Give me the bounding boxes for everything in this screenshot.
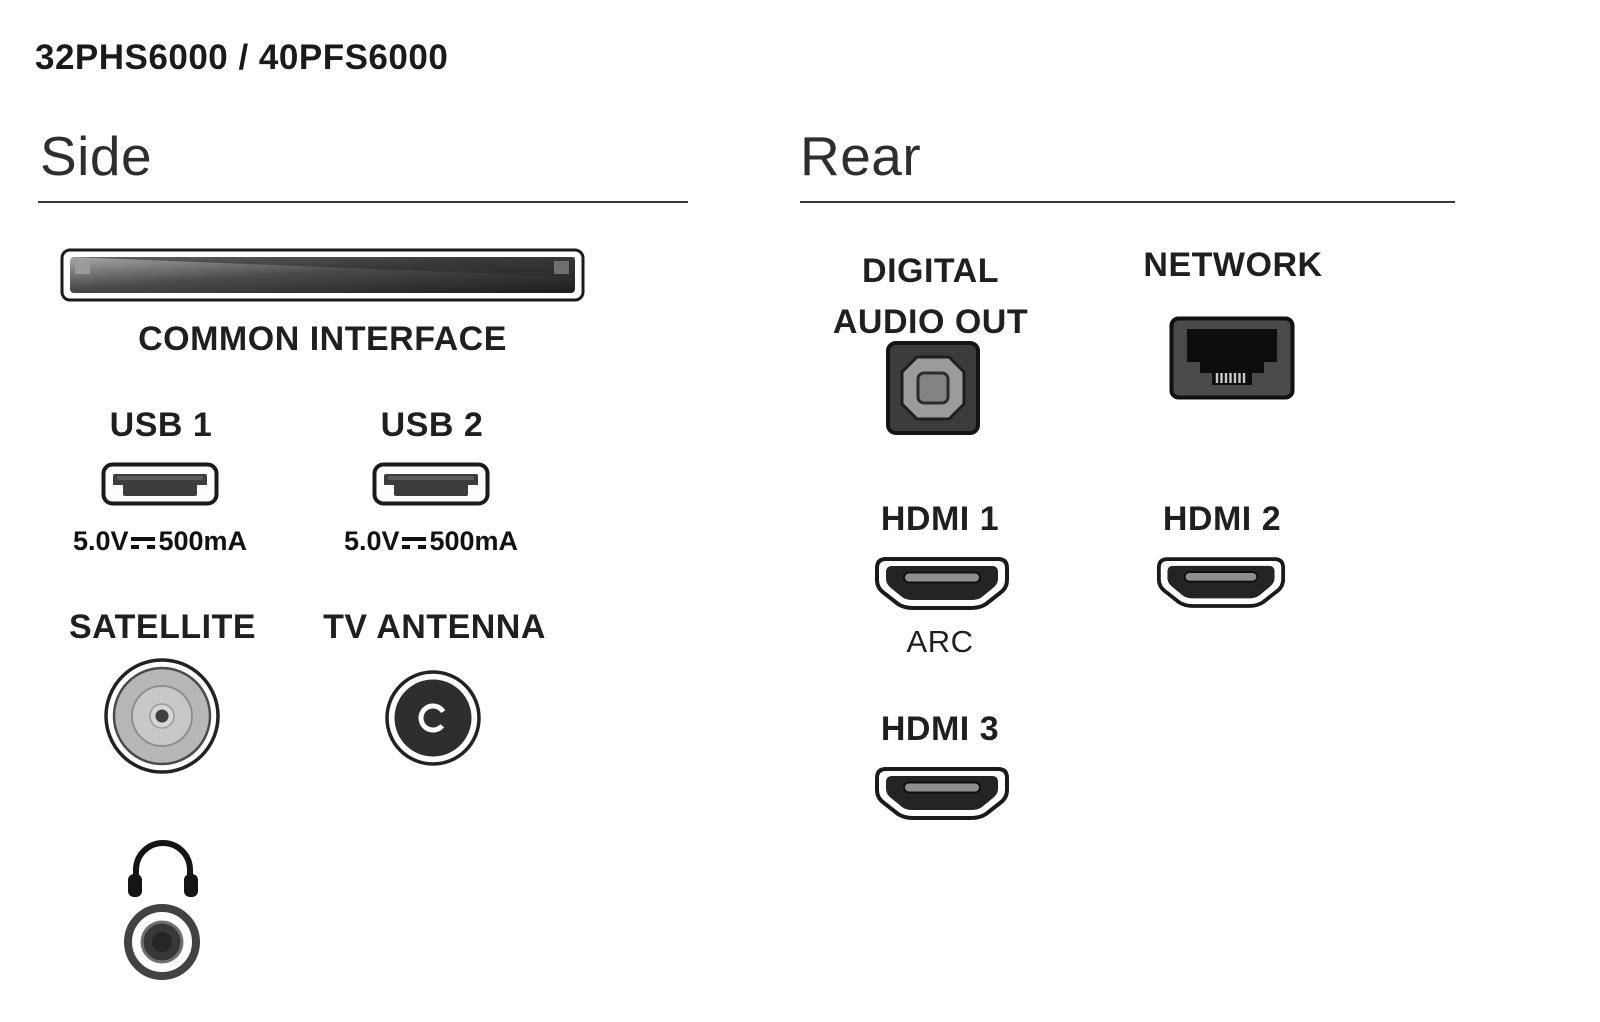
side-divider bbox=[38, 201, 688, 203]
digital-audio-out-toslink-icon bbox=[886, 341, 980, 435]
satellite-connector-icon bbox=[104, 658, 220, 774]
network-label: NETWORK bbox=[1143, 246, 1323, 284]
rear-divider bbox=[800, 201, 1455, 203]
hdmi3-label: HDMI 3 bbox=[880, 710, 1000, 748]
headphone-jack-icon bbox=[124, 904, 200, 980]
network-rj45-port-icon bbox=[1169, 316, 1295, 400]
digital-audio-out-label-line2: AUDIO OUT bbox=[832, 303, 1029, 341]
hdmi3-port-icon bbox=[874, 766, 1010, 824]
common-interface-label: COMMON INTERFACE bbox=[138, 320, 507, 358]
usb1-rating-current: 500mA bbox=[158, 526, 248, 556]
hdmi1-port-icon bbox=[874, 556, 1010, 614]
satellite-label: SATELLITE bbox=[68, 608, 257, 646]
digital-audio-out-label: DIGITAL AUDIO OUT bbox=[813, 246, 1048, 348]
usb2-port-icon bbox=[372, 462, 490, 506]
dc-symbol-icon bbox=[131, 536, 156, 549]
dc-symbol-icon bbox=[402, 536, 427, 549]
hdmi2-label: HDMI 2 bbox=[1162, 500, 1282, 538]
digital-audio-out-label-line1: DIGITAL bbox=[862, 252, 999, 290]
hdmi1-label: HDMI 1 bbox=[880, 500, 1000, 538]
usb1-label: USB 1 bbox=[109, 406, 213, 444]
hdmi2-port-icon bbox=[1156, 556, 1286, 612]
headphones-icon bbox=[128, 840, 198, 897]
tv-antenna-connector-icon bbox=[385, 670, 481, 766]
tv-antenna-label: TV ANTENNA bbox=[323, 608, 546, 646]
hdmi1-arc-label: ARC bbox=[906, 624, 974, 659]
page-title: 32PHS6000 / 40PFS6000 bbox=[35, 38, 449, 77]
rear-heading: Rear bbox=[800, 125, 922, 187]
usb2-rating-voltage: 5.0V bbox=[343, 526, 400, 556]
common-interface-slot-icon bbox=[60, 248, 585, 302]
usb1-rating-voltage: 5.0V bbox=[72, 526, 129, 556]
side-heading: Side bbox=[40, 125, 153, 187]
usb2-rating-current: 500mA bbox=[429, 526, 519, 556]
usb1-rating: 5.0V 500mA bbox=[45, 526, 275, 557]
usb2-rating: 5.0V 500mA bbox=[316, 526, 546, 557]
usb2-label: USB 2 bbox=[380, 406, 484, 444]
usb1-port-icon bbox=[101, 462, 219, 506]
